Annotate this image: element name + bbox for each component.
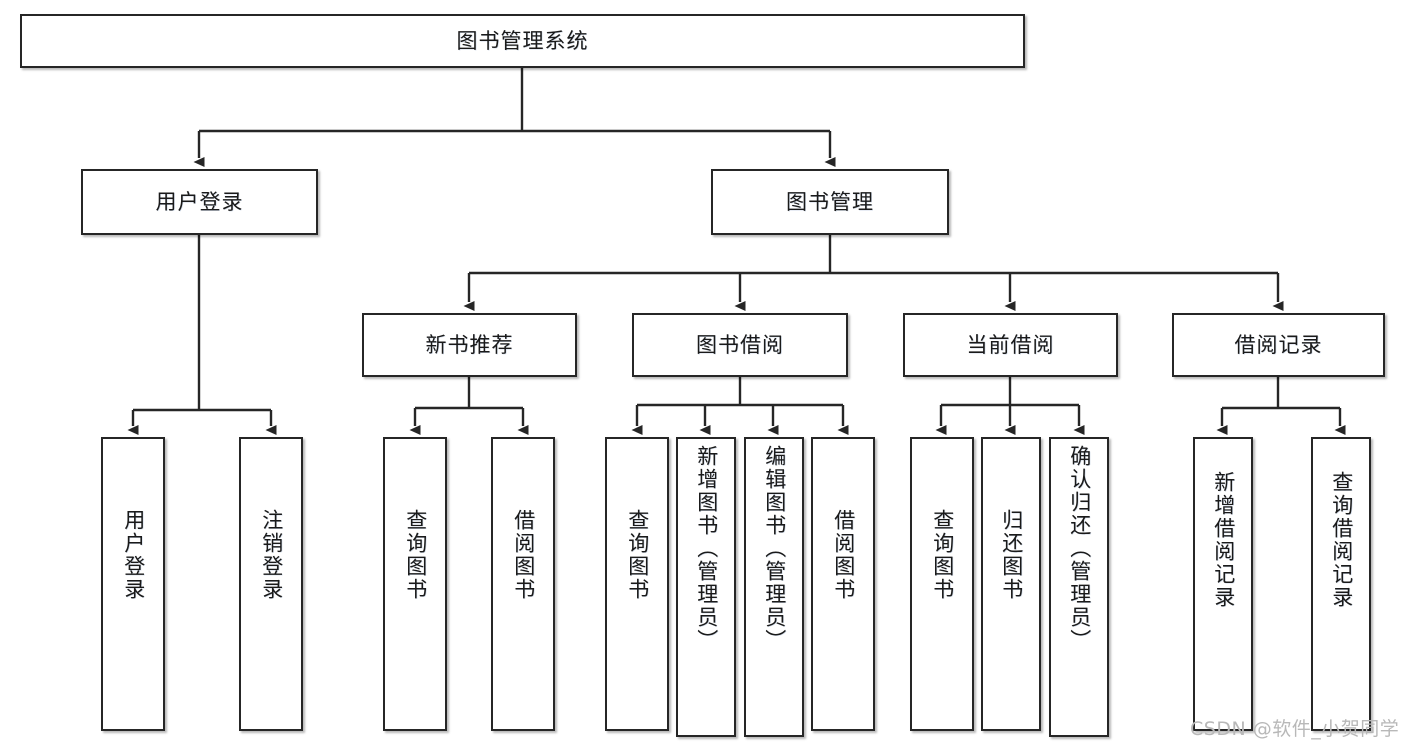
node-book-borrow-label: 图书借阅: [696, 332, 784, 357]
leaf-query-book-2-label: 查询图书: [625, 509, 650, 601]
leaf-user-login-label: 用户登录: [121, 509, 146, 601]
leaf-query-borrow-record-label: 查询借阅记录: [1329, 471, 1354, 609]
leaf-logout-label: 注销登录: [259, 509, 284, 601]
leaf-query-book-1-label: 查询图书: [403, 509, 428, 601]
node-borrow-record-label: 借阅记录: [1234, 332, 1323, 357]
node-user-login-label: 用户登录: [155, 189, 244, 214]
node-book-borrow[interactable]: 图书借阅: [632, 313, 848, 377]
leaf-confirm-return-admin-label: 确认归还（管理员）: [1067, 445, 1092, 652]
leaf-confirm-return-admin[interactable]: 确认归还（管理员）: [1049, 437, 1109, 737]
leaf-query-book-1[interactable]: 查询图书: [383, 437, 447, 731]
node-book-manage[interactable]: 图书管理: [711, 169, 949, 235]
node-user-login[interactable]: 用户登录: [81, 169, 318, 235]
node-new-book-recommend[interactable]: 新书推荐: [362, 313, 577, 377]
node-borrow-record[interactable]: 借阅记录: [1172, 313, 1385, 377]
leaf-edit-book-admin[interactable]: 编辑图书（管理员）: [744, 437, 804, 737]
leaf-return-book-label: 归还图书: [999, 509, 1024, 601]
leaf-query-book-3[interactable]: 查询图书: [910, 437, 974, 731]
leaf-borrow-book-1-label: 借阅图书: [511, 509, 536, 601]
leaf-edit-book-admin-label: 编辑图书（管理员）: [762, 445, 787, 652]
leaf-return-book[interactable]: 归还图书: [981, 437, 1041, 731]
leaf-add-borrow-record-label: 新增借阅记录: [1211, 471, 1236, 609]
node-new-book-recommend-label: 新书推荐: [425, 332, 514, 357]
leaf-add-book-admin-label: 新增图书（管理员）: [694, 445, 719, 652]
leaf-borrow-book-2[interactable]: 借阅图书: [811, 437, 875, 731]
watermark-text: CSDN @软件_小贺同学: [1190, 718, 1400, 740]
leaf-query-book-3-label: 查询图书: [930, 509, 955, 601]
leaf-query-borrow-record[interactable]: 查询借阅记录: [1311, 437, 1371, 731]
leaf-add-borrow-record[interactable]: 新增借阅记录: [1193, 437, 1253, 731]
leaf-user-login[interactable]: 用户登录: [101, 437, 165, 731]
node-current-borrow-label: 当前借阅: [966, 332, 1055, 357]
node-book-manage-label: 图书管理: [786, 189, 874, 214]
leaf-add-book-admin[interactable]: 新增图书（管理员）: [676, 437, 736, 737]
node-current-borrow[interactable]: 当前借阅: [903, 313, 1118, 377]
node-root-label: 图书管理系统: [456, 28, 589, 53]
leaf-borrow-book-1[interactable]: 借阅图书: [491, 437, 555, 731]
leaf-query-book-2[interactable]: 查询图书: [605, 437, 669, 731]
node-root[interactable]: 图书管理系统: [20, 14, 1025, 68]
leaf-borrow-book-2-label: 借阅图书: [831, 509, 856, 601]
leaf-logout[interactable]: 注销登录: [239, 437, 303, 731]
